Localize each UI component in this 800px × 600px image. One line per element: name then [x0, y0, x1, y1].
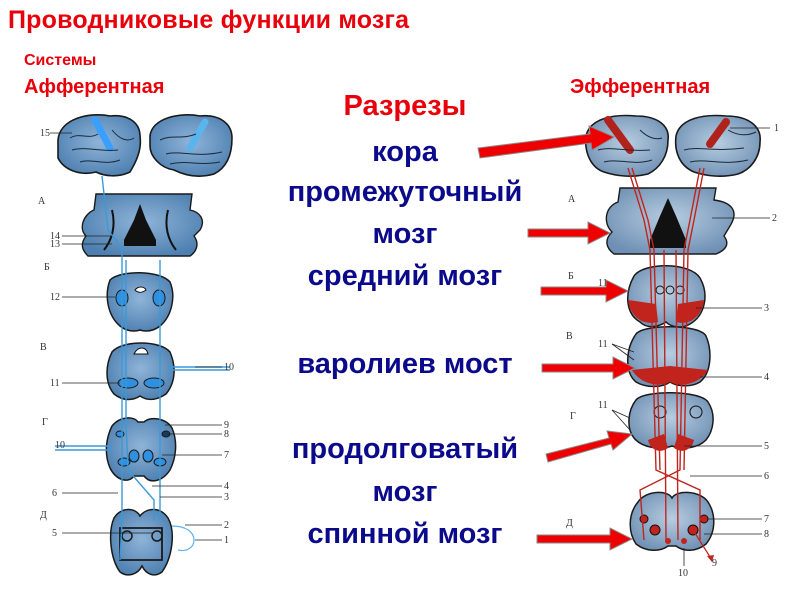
- svg-text:А: А: [38, 196, 46, 207]
- afferent-cortex-right: [149, 114, 233, 177]
- svg-text:6: 6: [764, 471, 769, 482]
- svg-text:7: 7: [764, 514, 769, 525]
- efferent-number-labels: 1 А 2 Б 11 3 В 11 4 11 Г 5 6 Д 7 8 10 9: [566, 123, 779, 579]
- svg-text:3: 3: [764, 303, 769, 314]
- svg-text:Д: Д: [40, 510, 47, 521]
- svg-text:6: 6: [52, 488, 57, 499]
- svg-text:В: В: [40, 342, 47, 353]
- section-pons: варолиев мост: [297, 348, 513, 380]
- svg-text:В: В: [566, 331, 573, 342]
- arrow-spinal-cord-icon: [536, 527, 634, 551]
- sections-heading: Разрезы: [343, 90, 467, 122]
- efferent-section-a: [605, 187, 735, 255]
- efferent-cortex-right: [674, 114, 761, 177]
- section-diencephalon-line1: промежуточный: [287, 176, 523, 208]
- efferent-section-c: [627, 326, 711, 388]
- arrow-diencephalon-icon: [527, 221, 612, 245]
- svg-text:5: 5: [764, 441, 769, 452]
- efferent-pathways: [627, 167, 713, 561]
- svg-text:Д: Д: [566, 518, 573, 529]
- svg-text:14: 14: [50, 231, 60, 242]
- afferent-label: Афферентная: [24, 76, 165, 98]
- svg-text:8: 8: [224, 429, 229, 440]
- svg-text:7: 7: [224, 450, 229, 461]
- svg-text:2: 2: [224, 520, 229, 531]
- svg-text:3: 3: [224, 492, 229, 503]
- afferent-section-e: [109, 508, 195, 576]
- svg-text:4: 4: [224, 481, 229, 492]
- afferent-cortex-left: [57, 114, 142, 177]
- afferent-section-a: [81, 193, 204, 257]
- section-medulla-line2: мозг: [372, 476, 438, 508]
- svg-text:10: 10: [224, 362, 234, 373]
- efferent-section-d: [628, 392, 714, 451]
- section-midbrain: средний мозг: [307, 260, 503, 292]
- efferent-section-e: [629, 491, 715, 551]
- arrow-cortex-icon: [477, 125, 616, 159]
- svg-text:10: 10: [55, 440, 65, 451]
- svg-text:Б: Б: [568, 271, 574, 282]
- svg-text:5: 5: [52, 528, 57, 539]
- arrow-midbrain-icon: [540, 279, 630, 303]
- svg-text:12: 12: [50, 292, 60, 303]
- efferent-cortex-left: [584, 114, 669, 177]
- efferent-label: Эфферентная: [570, 76, 711, 98]
- slide-title: Проводниковые функции мозга: [8, 6, 410, 34]
- svg-text:2: 2: [772, 213, 777, 224]
- section-cortex: кора: [372, 136, 438, 168]
- section-diencephalon-line2: мозг: [372, 218, 438, 250]
- svg-text:Г: Г: [570, 411, 576, 422]
- svg-text:Б: Б: [44, 262, 50, 273]
- afferent-number-labels: 15 А 14 13 Б 12 10 В 11 Г 9 8 10 7 6 4 3…: [38, 128, 234, 546]
- svg-text:11: 11: [50, 378, 60, 389]
- svg-text:11: 11: [598, 339, 608, 350]
- afferent-section-b: [106, 272, 174, 332]
- arrow-pons-icon: [541, 356, 637, 380]
- svg-text:8: 8: [764, 529, 769, 540]
- afferent-leader-lines: [50, 132, 222, 541]
- svg-text:1: 1: [224, 535, 229, 546]
- svg-text:11: 11: [598, 400, 608, 411]
- svg-text:Г: Г: [42, 417, 48, 428]
- afferent-pathways: [55, 175, 230, 561]
- systems-label: Системы: [24, 52, 97, 69]
- svg-text:15: 15: [40, 128, 50, 139]
- section-medulla-line1: продолговатый: [291, 433, 519, 465]
- afferent-section-c: [106, 342, 175, 401]
- svg-text:11: 11: [598, 278, 608, 289]
- svg-text:9: 9: [712, 558, 717, 569]
- svg-text:4: 4: [764, 372, 769, 383]
- arrow-medulla-icon: [545, 430, 634, 463]
- svg-text:1: 1: [774, 123, 779, 134]
- svg-text:10: 10: [678, 568, 688, 579]
- svg-text:А: А: [568, 194, 576, 205]
- svg-text:9: 9: [224, 420, 229, 431]
- section-spinal-cord: спинной мозг: [307, 518, 503, 550]
- svg-text:13: 13: [50, 239, 60, 250]
- efferent-leader-lines: [611, 127, 770, 566]
